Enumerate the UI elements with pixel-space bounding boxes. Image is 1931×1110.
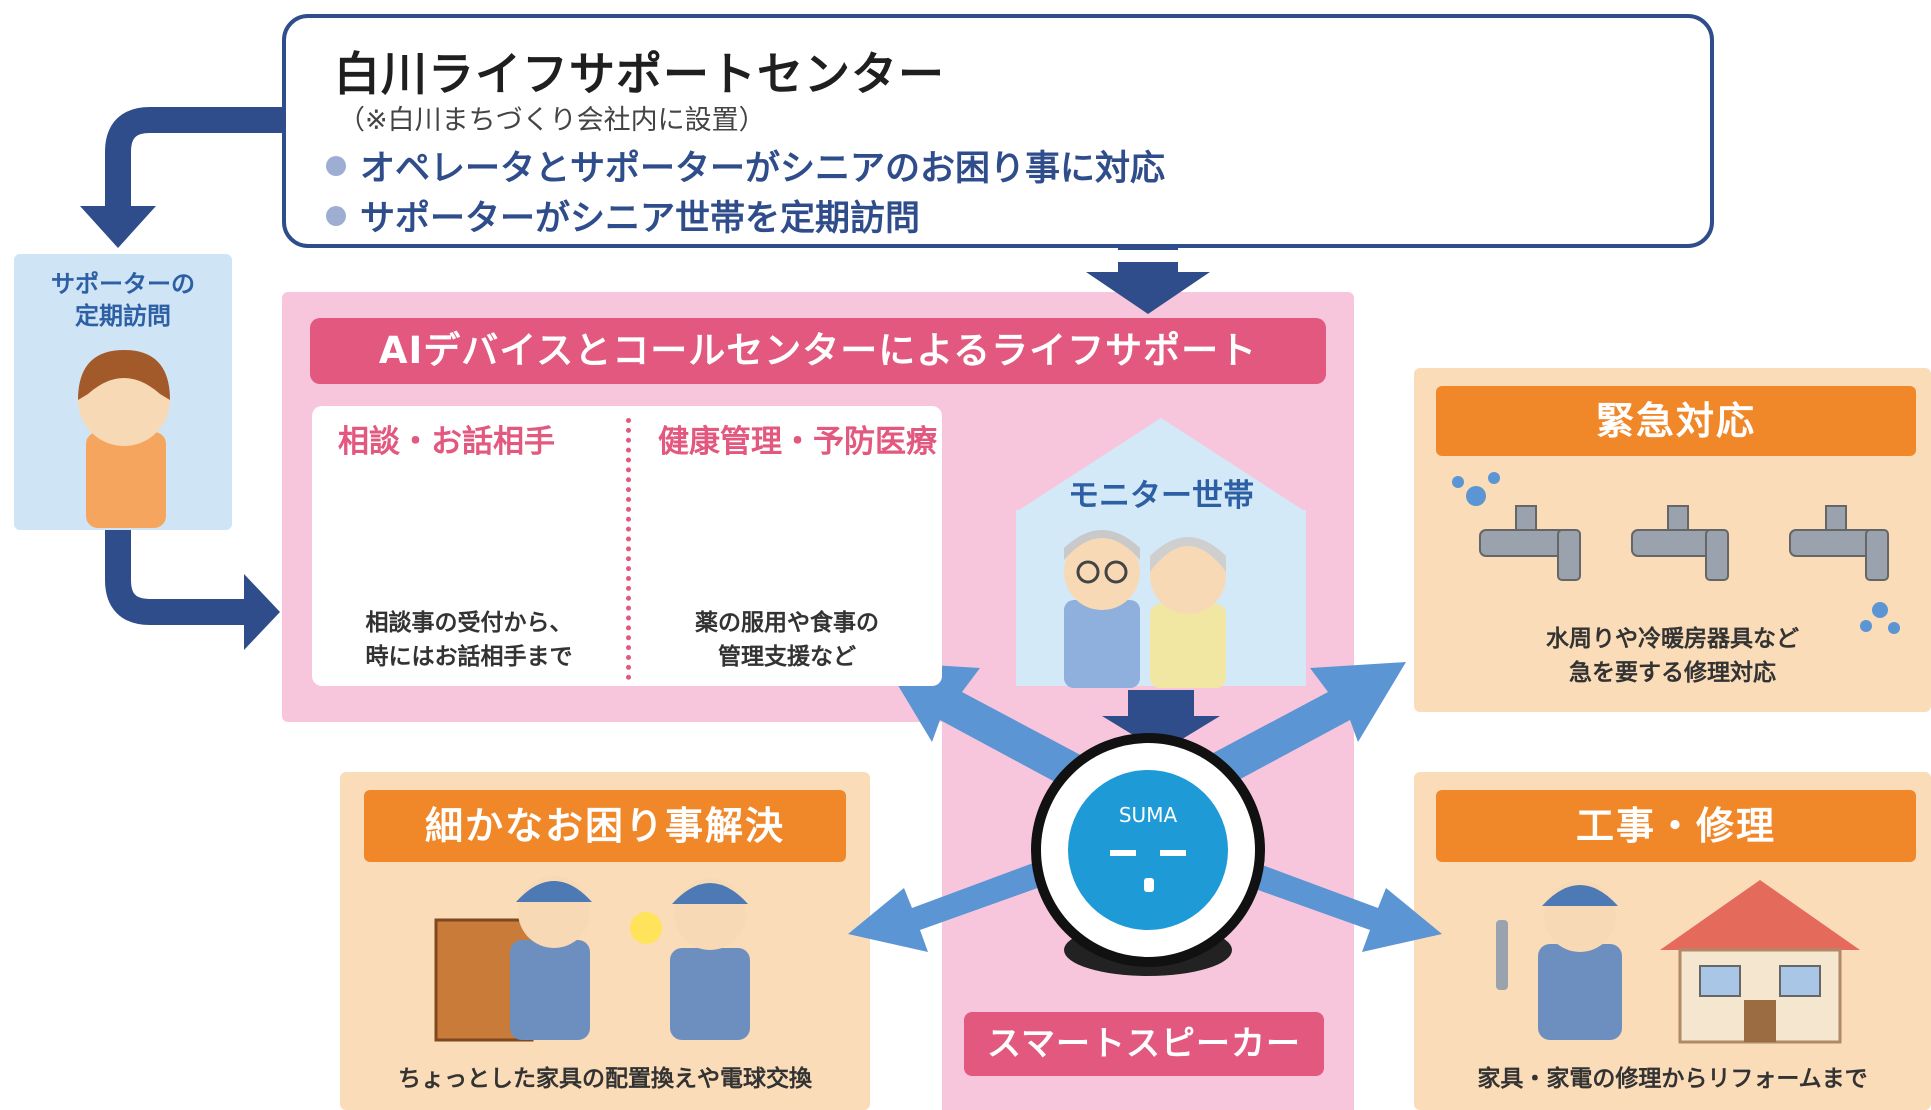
arrow-to-speaker-icon — [1102, 690, 1220, 752]
water-splash-icon — [1452, 472, 1900, 634]
section-divider — [626, 418, 631, 680]
ai-support-banner: AIデバイスとコールセンターによるライフサポート — [310, 318, 1326, 384]
smart-speaker-label: スマートスピーカー — [964, 1012, 1324, 1076]
center-bullet-1: オペレータとサポーターがシニアのお困り事に対応 — [326, 140, 1165, 191]
radiating-arrows-icon — [848, 662, 1442, 952]
repair-worker-icon — [1496, 880, 1622, 1040]
life-support-center-box: 白川ライフサポートセンター （※白川まちづくり会社内に設置） オペレータとサポー… — [282, 14, 1714, 248]
supporter-visit-title: サポーターの 定期訪問 — [51, 270, 195, 330]
smart-speaker-icon — [1031, 733, 1265, 976]
arrow-to-supporter-icon — [105, 107, 282, 208]
emergency-title: 緊急対応 — [1436, 386, 1916, 456]
furniture-worker-icon — [434, 876, 592, 1042]
center-bullet-2: サポーターがシニア世帯を定期訪問 — [326, 190, 920, 241]
repair-caption: 家具・家電の修理からリフォームまで — [1477, 1066, 1868, 1092]
visiting-supporter-icon — [78, 350, 170, 528]
monitor-household-title: モニター世帯 — [1068, 478, 1254, 514]
health-title: 健康管理・予防医療 — [658, 424, 937, 460]
bullet-dot-icon — [326, 155, 346, 176]
arrow-head-down-icon — [80, 206, 156, 248]
arrow-to-center-icon — [105, 530, 248, 625]
health-caption: 薬の服用や食事の 管理支援など — [695, 610, 879, 670]
consultation-title: 相談・お話相手 — [338, 424, 555, 460]
small-troubles-caption: ちょっとした家具の配置換えや電球交換 — [398, 1066, 812, 1092]
center-subtitle: （※白川まちづくり会社内に設置） — [338, 105, 766, 136]
house-icon — [1660, 880, 1860, 1044]
elderly-couple-icon — [1064, 530, 1226, 688]
consultation-caption: 相談事の受付から、 時にはお話相手まで — [365, 610, 573, 670]
small-troubles-title: 細かなお困り事解決 — [364, 790, 846, 862]
lightbulb-worker-icon — [630, 878, 750, 1040]
center-title: 白川ライフサポートセンター — [334, 47, 945, 101]
arrow-head-right-icon — [244, 574, 280, 650]
bullet-dot-icon — [326, 205, 346, 226]
faucet-icons — [1479, 505, 1889, 581]
speaker-brand: SUMA — [1119, 803, 1178, 827]
emergency-caption: 水周りや冷暖房器具など 急を要する修理対応 — [1546, 626, 1799, 686]
repair-title: 工事・修理 — [1436, 790, 1916, 862]
